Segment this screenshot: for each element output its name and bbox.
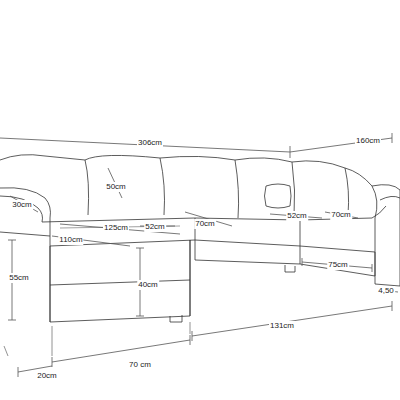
dimension-label: 55cm <box>8 273 30 283</box>
dimension-label: 4,50 <box>377 286 395 296</box>
dimension-label: 125cm <box>103 223 129 233</box>
dimension-label: 40cm <box>137 280 159 290</box>
dimension-label: 52cm <box>144 222 166 232</box>
dimension-label: 70 cm <box>128 360 152 370</box>
dimension-label: 70cm <box>194 219 216 229</box>
dimension-label: 30cm <box>11 200 33 210</box>
dimension-label: 306cm <box>137 138 163 148</box>
dimension-label: 20cm <box>36 371 58 381</box>
dimension-label: 160cm <box>355 136 381 146</box>
dimension-label: 131cm <box>269 321 295 331</box>
dimension-label: 75cm <box>327 260 349 270</box>
dimension-label: 70cm <box>330 210 352 220</box>
dimension-label: 52cm <box>286 211 308 221</box>
dimension-label: 110cm <box>58 235 83 245</box>
dimension-label: 50cm <box>105 182 127 192</box>
